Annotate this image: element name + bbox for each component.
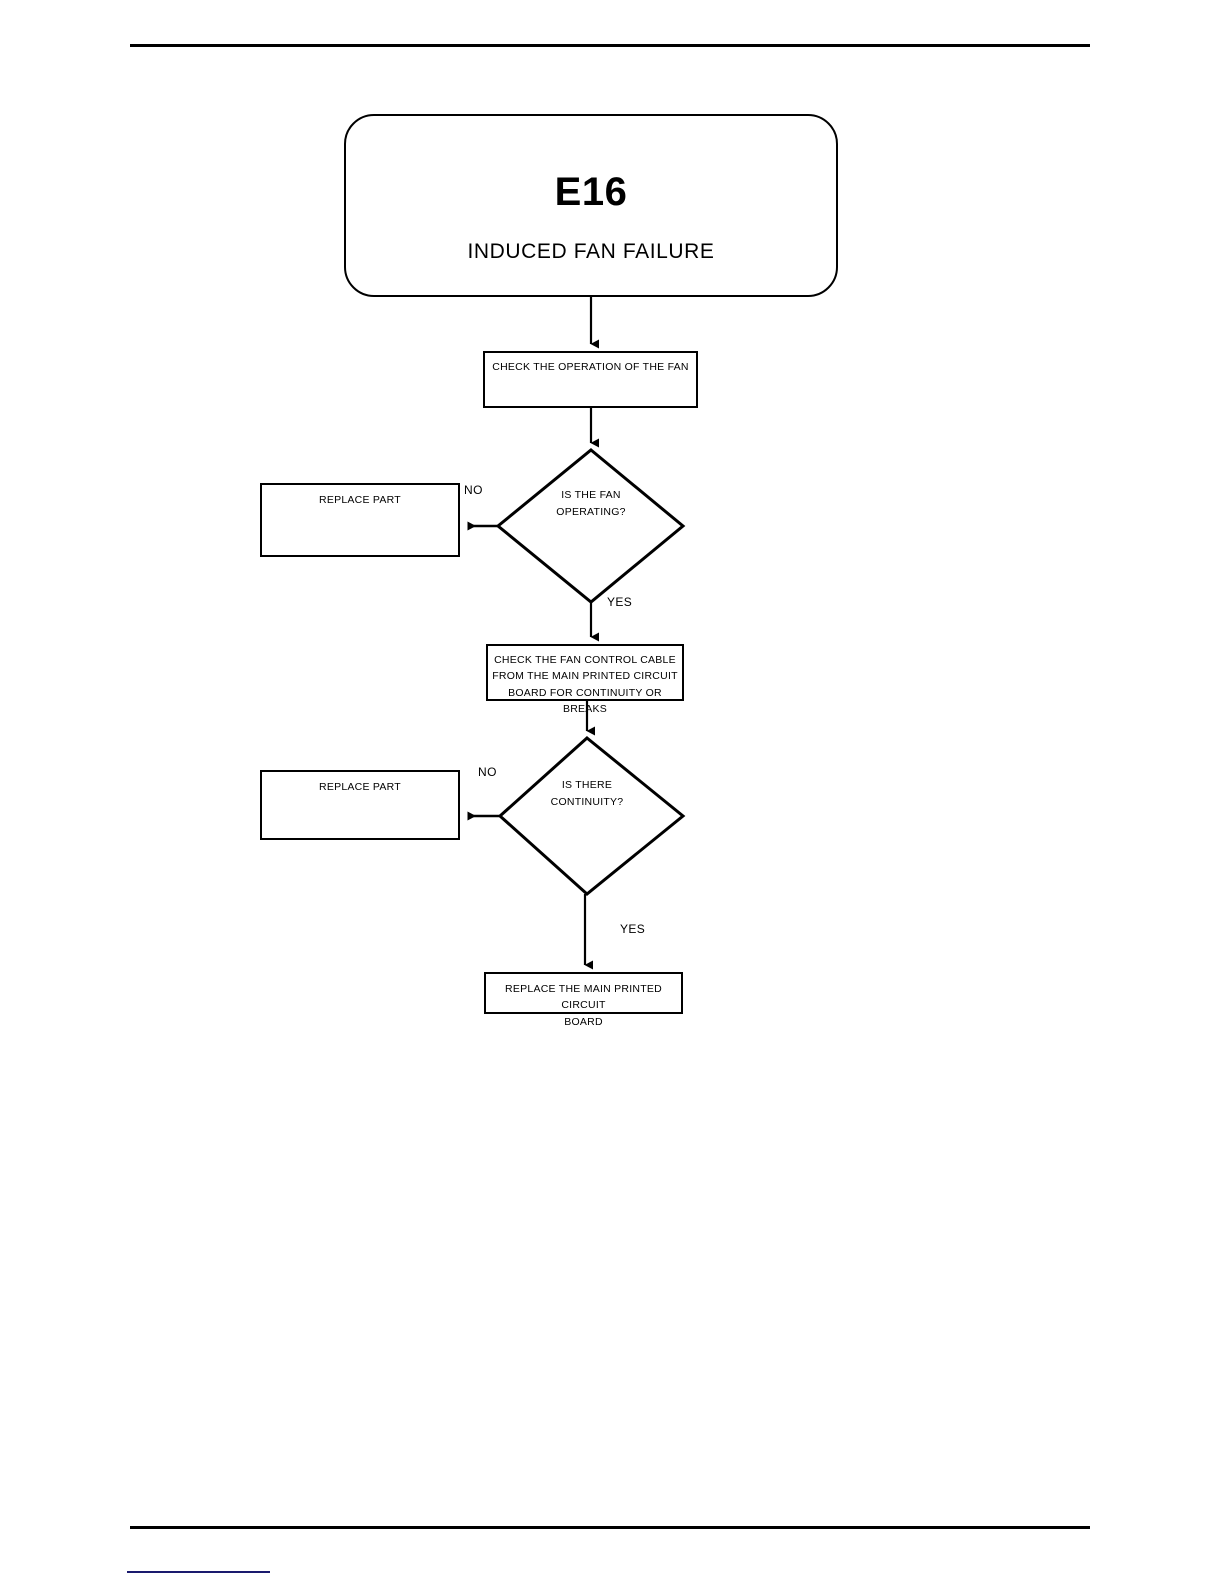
branch-label-fan-yes: YES — [607, 595, 633, 609]
start-node-e16[interactable]: E16 INDUCED FAN FAILURE — [344, 114, 838, 297]
decision-is-the-fan-operating[interactable]: IS THE FAN OPERATING? — [556, 489, 626, 518]
error-code: E16 — [554, 169, 628, 214]
process-text: CHECK THE FAN CONTROL CABLE FROM THE MAI… — [492, 654, 678, 715]
process-text: REPLACE PART — [319, 781, 401, 793]
error-description: INDUCED FAN FAILURE — [467, 239, 715, 263]
process-text: REPLACE PART — [319, 494, 401, 506]
footer-rule — [130, 1526, 1090, 1529]
branch-label-continuity-yes: YES — [620, 922, 646, 936]
header-rule — [130, 44, 1090, 47]
process-text: CHECK THE OPERATION OF THE FAN — [492, 361, 689, 373]
action-replace-part-2[interactable]: REPLACE PART — [260, 770, 460, 840]
process-check-fan-operation[interactable]: CHECK THE OPERATION OF THE FAN — [483, 351, 698, 408]
decision-is-there-continuity[interactable]: IS THERE CONTINUITY? — [550, 779, 624, 808]
process-text: REPLACE THE MAIN PRINTED CIRCUIT BOARD — [505, 983, 662, 1028]
action-replace-part-1[interactable]: REPLACE PART — [260, 483, 460, 557]
action-replace-main-printed-circuit-board[interactable]: REPLACE THE MAIN PRINTED CIRCUIT BOARD — [484, 972, 683, 1028]
branch-label-fan-no: NO — [464, 483, 483, 497]
branch-label-continuity-no: NO — [478, 765, 497, 779]
process-check-fan-control-cable[interactable]: CHECK THE FAN CONTROL CABLE FROM THE MAI… — [486, 644, 684, 715]
footnote-separator-rule — [127, 1571, 270, 1573]
